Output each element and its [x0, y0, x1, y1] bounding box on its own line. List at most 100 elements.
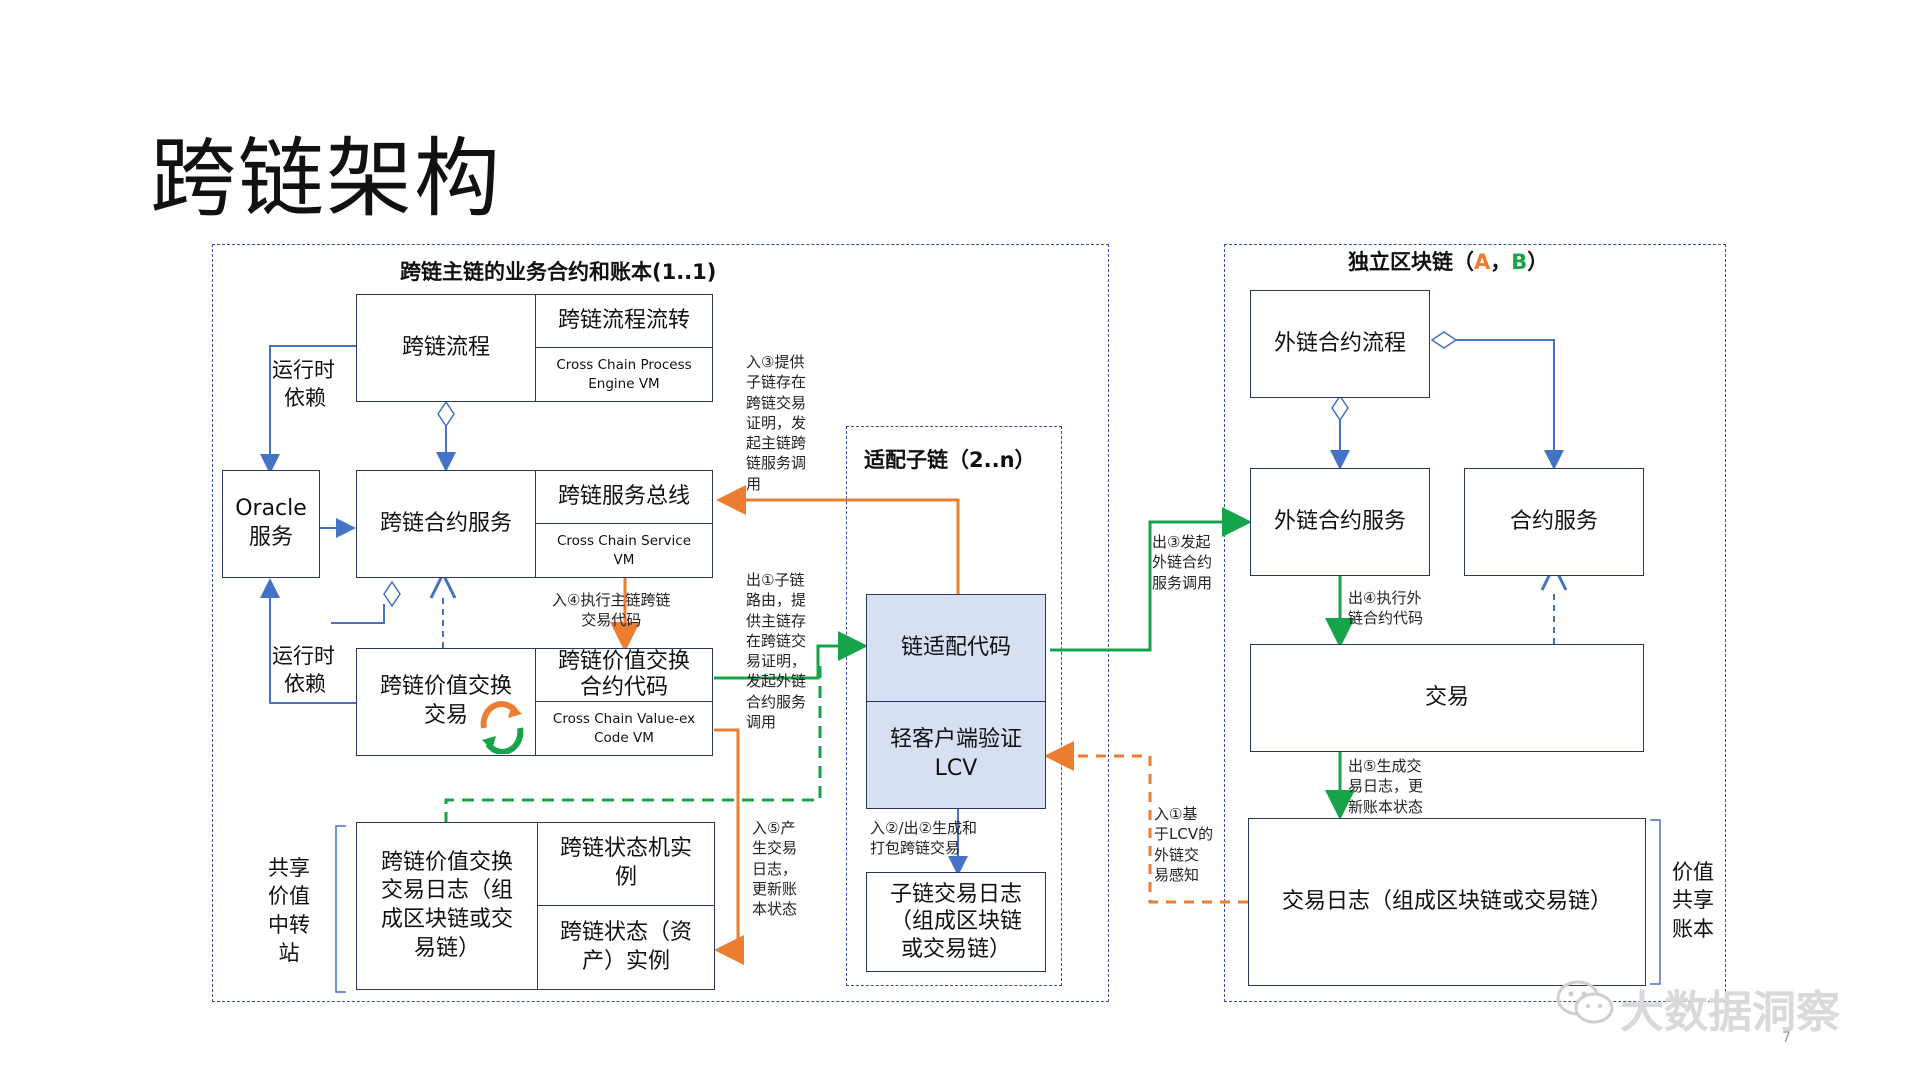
- note-line: 入①基: [1154, 805, 1198, 823]
- note-out1: 出①子链路由，提供主链存在跨链交易证明，发起外链合约服务调用: [746, 570, 806, 732]
- ledger-line-1: 价值: [1672, 860, 1714, 884]
- value-vm-line-2: Code VM: [594, 729, 654, 746]
- title-b: B: [1511, 250, 1528, 274]
- service-vm-line-2: VM: [613, 551, 635, 568]
- note-line: 出④执行外: [1348, 589, 1422, 607]
- note-line: 合约服务: [746, 692, 807, 711]
- value-exchange-box: 跨链价值交换 交易: [356, 648, 536, 756]
- runtime-dep-1-line-2: 依赖: [284, 386, 326, 411]
- out3-arrow: [1050, 507, 1252, 652]
- service-bus-label: 跨链服务总线: [557, 483, 690, 509]
- note-in2-out2: 入②/出②生成和打包跨链交易: [870, 818, 977, 859]
- value-log-line-2: 交易日志（组: [380, 878, 513, 904]
- value-diamond: [383, 580, 401, 608]
- shared-line-1: 共享: [268, 856, 310, 880]
- shared-bracket: [335, 825, 346, 993]
- process-vm-box: Cross Chain Process Engine VM: [535, 347, 713, 402]
- value-vm-line-1: Cross Chain Value-ex: [552, 711, 696, 728]
- note-line: 易证明，: [746, 652, 807, 670]
- main-chain-region-title: 跨链主链的业务合约和账本(1..1): [400, 260, 717, 284]
- runtime-dep-arrow-2: [260, 578, 356, 704]
- oracle-line-1: Oracle: [235, 496, 307, 522]
- cross-chain-process-label: 跨链流程: [401, 334, 490, 360]
- independent-chain-region: [1224, 244, 1726, 1002]
- note-line: 跨链交易: [746, 393, 807, 412]
- state-machine-box: 跨链状态机实 例: [537, 822, 715, 906]
- process-diamond: [437, 400, 455, 428]
- watermark-text: 大数据洞察: [1620, 987, 1840, 1038]
- contract-service-ext-box: 合约服务: [1464, 468, 1644, 576]
- value-code-box: 跨链价值交换 合约代码: [535, 648, 713, 702]
- service-vm-box: Cross Chain Service VM: [535, 523, 713, 578]
- value-shared-ledger-label: 价值 共享 账本: [1672, 858, 1714, 943]
- note-line: 证明，发: [746, 413, 807, 432]
- note-line: 外链合约: [1152, 553, 1213, 572]
- note-line: 日志，: [752, 859, 798, 878]
- shared-dashed-link: [444, 666, 822, 822]
- note-line: 入④执行主链跨链: [552, 591, 671, 609]
- note-line: 起主链跨: [746, 434, 807, 452]
- note-in4: 入④执行主链跨链交易代码: [552, 590, 670, 631]
- ext-flow-diamond-1: [1331, 394, 1349, 422]
- shared-line-2: 价值: [268, 884, 310, 909]
- note-line: 外链交: [1154, 845, 1200, 864]
- note-line: 易日志，更: [1348, 777, 1424, 796]
- process-flow-box: 跨链流程流转: [535, 294, 713, 348]
- value-log-line-4: 易链）: [413, 935, 480, 961]
- note-line: 入⑤产: [752, 819, 796, 837]
- note-in5: 入⑤产生交易日志，更新账本状态: [752, 818, 797, 919]
- page-number: 7: [1782, 1030, 1791, 1046]
- transaction-log-box: 交易日志（组成区块链或交易链）: [1248, 818, 1646, 986]
- transaction-log-label: 交易日志（组成区块链或交易链）: [1281, 888, 1612, 914]
- value-log-box: 跨链价值交换 交易日志（组 成区块链或交 易链）: [356, 822, 538, 990]
- value-exchange-line-1: 跨链价值交换: [379, 674, 512, 700]
- runtime-dep-2-line-2: 依赖: [284, 672, 326, 697]
- oracle-line-2: 服务: [248, 525, 293, 550]
- ext-contract-service-label: 外链合约服务: [1273, 508, 1406, 534]
- oracle-service-box: Oracle 服务: [222, 470, 320, 578]
- cross-chain-process-box: 跨链流程: [356, 294, 536, 402]
- lcv-line-2: LCV: [934, 756, 978, 781]
- contract-service-box: 跨链合约服务: [356, 470, 536, 578]
- process-vm-line-1: Cross Chain Process: [556, 357, 692, 374]
- shared-line-3: 中转: [268, 912, 310, 937]
- note-line: 入②/出②生成和: [870, 819, 977, 837]
- runtime-dep-1-line-1: 运行时: [272, 358, 335, 382]
- note-line: 在跨链交: [746, 631, 807, 650]
- note-line: 出③发起: [1152, 533, 1211, 551]
- note-line: 服务调用: [1152, 573, 1213, 592]
- subchain-log-line-1: 子链交易日志: [889, 881, 1022, 907]
- ledger-bracket: [1650, 819, 1661, 985]
- service-bus-box: 跨链服务总线: [535, 470, 713, 524]
- value-aggregation-line: [331, 604, 385, 624]
- in5-arrow: [714, 728, 744, 965]
- ext-contract-flow-label: 外链合约流程: [1273, 330, 1406, 356]
- note-line: 交易代码: [581, 611, 642, 630]
- process-flow-label: 跨链流程流转: [557, 307, 690, 333]
- note-line: 打包跨链交易: [870, 839, 961, 858]
- state-asset-box: 跨链状态（资 产）实例: [537, 905, 715, 990]
- note-line: 本状态: [752, 900, 798, 918]
- note-line: 新账本状态: [1348, 797, 1424, 816]
- value-vm-box: Cross Chain Value-ex Code VM: [535, 701, 713, 756]
- ext-contract-flow-box: 外链合约流程: [1250, 290, 1430, 398]
- note-line: 子链存在: [746, 373, 807, 392]
- value-log-line-3: 成区块链或交: [380, 907, 513, 932]
- contract-service-label: 跨链合约服务: [379, 510, 512, 536]
- note-out3: 出③发起外链合约服务调用: [1152, 532, 1212, 593]
- note-out5: 出⑤生成交易日志，更新账本状态: [1348, 756, 1423, 817]
- value-code-line-2: 合约代码: [579, 675, 668, 700]
- note-line: 更新账: [752, 879, 798, 898]
- runtime-dep-2-line-1: 运行时: [272, 644, 335, 668]
- subchain-log-box: 子链交易日志 （组成区块链 或交易链）: [866, 872, 1046, 972]
- adapter-subchain-region-title: 适配子链（2..n）: [864, 448, 1036, 472]
- note-line: 生交易: [752, 839, 798, 858]
- note-line: 供主链存: [746, 611, 807, 630]
- transaction-label: 交易: [1424, 684, 1469, 710]
- value-log-line-1: 跨链价值交换: [380, 849, 513, 875]
- state-asset-line-1: 跨链状态（资: [559, 919, 692, 945]
- contract-service-ext-label: 合约服务: [1509, 508, 1598, 534]
- runtime-dependency-label-1: 运行时 依赖: [272, 356, 335, 413]
- in1-arrow: [1044, 741, 1248, 904]
